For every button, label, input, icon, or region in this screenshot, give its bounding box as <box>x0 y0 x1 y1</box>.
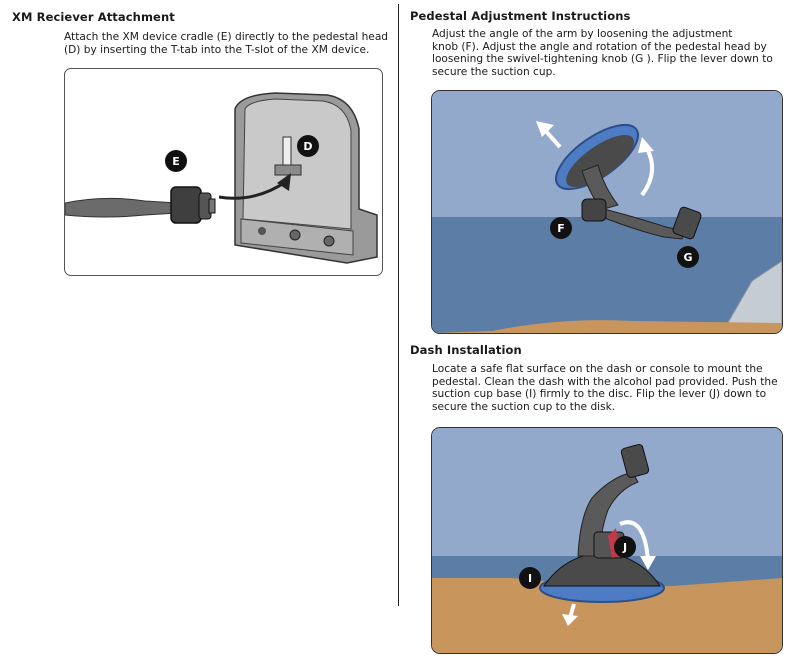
pedestal-adjustment-instructions: Adjust the angle of the arm by loosening… <box>432 28 773 78</box>
callout-e-icon: E <box>165 150 187 172</box>
callout-g-icon: G <box>677 246 699 268</box>
rotate-arrow-icon <box>638 137 654 197</box>
dash-instruction-line: pedestal. Clean the dash with the alcoho… <box>432 375 778 388</box>
xm-attachment-heading: XM Reciever Attachment <box>12 10 175 24</box>
pull-arrow-icon <box>536 121 562 149</box>
dash-instruction-line: secure the suction cup to the disk. <box>432 400 616 413</box>
callout-j-icon: J <box>614 536 636 558</box>
dash-installation-figure: I J <box>431 427 783 654</box>
svg-text:D: D <box>303 140 312 153</box>
dash-instruction-line: Locate a safe flat surface on the dash o… <box>432 363 763 375</box>
xm-instruction-line: (D) by inserting the T-tab into the T-sl… <box>64 43 370 56</box>
cradle-arm-illustration <box>65 186 216 224</box>
insert-arrow-icon <box>218 173 291 200</box>
callout-f-icon: F <box>550 217 572 239</box>
dash-instruction-line: suction cup base (I) firmly to the disc.… <box>432 388 767 401</box>
callout-d-icon: D <box>297 135 319 157</box>
xm-instruction-line: Attach the XM device cradle (E) directly… <box>64 31 389 43</box>
pedestal-instruction-line: loosening the swivel-tightening knob (G … <box>432 53 773 66</box>
svg-text:E: E <box>172 155 180 168</box>
pedestal-instruction-line: secure the suction cup. <box>432 65 556 78</box>
svg-text:G: G <box>683 251 692 264</box>
pedestal-instruction-line: knob (F). Adjust the angle and rotation … <box>432 40 767 53</box>
suction-mount-illustration <box>555 123 702 240</box>
callout-i-icon: I <box>519 567 541 589</box>
pedestal-instruction-line: Adjust the angle of the arm by loosening… <box>432 28 733 40</box>
svg-text:I: I <box>528 572 532 585</box>
xm-attachment-figure: E D <box>64 68 383 276</box>
svg-text:F: F <box>557 222 565 235</box>
xm-attachment-instructions: Attach the XM device cradle (E) directly… <box>64 31 388 56</box>
pedestal-adjustment-heading: Pedestal Adjustment Instructions <box>410 9 631 23</box>
dash-installation-heading: Dash Installation <box>410 343 522 357</box>
svg-text:J: J <box>622 541 627 554</box>
pedestal-adjustment-figure: F G <box>431 90 783 334</box>
pedestal-head-illustration <box>234 92 378 264</box>
column-divider <box>398 4 399 606</box>
pedestal-mount-illustration <box>539 444 665 603</box>
dash-installation-instructions: Locate a safe flat surface on the dash o… <box>432 363 778 413</box>
flip-lever-arrow-icon <box>619 520 656 570</box>
push-down-arrow-icon <box>562 603 578 626</box>
